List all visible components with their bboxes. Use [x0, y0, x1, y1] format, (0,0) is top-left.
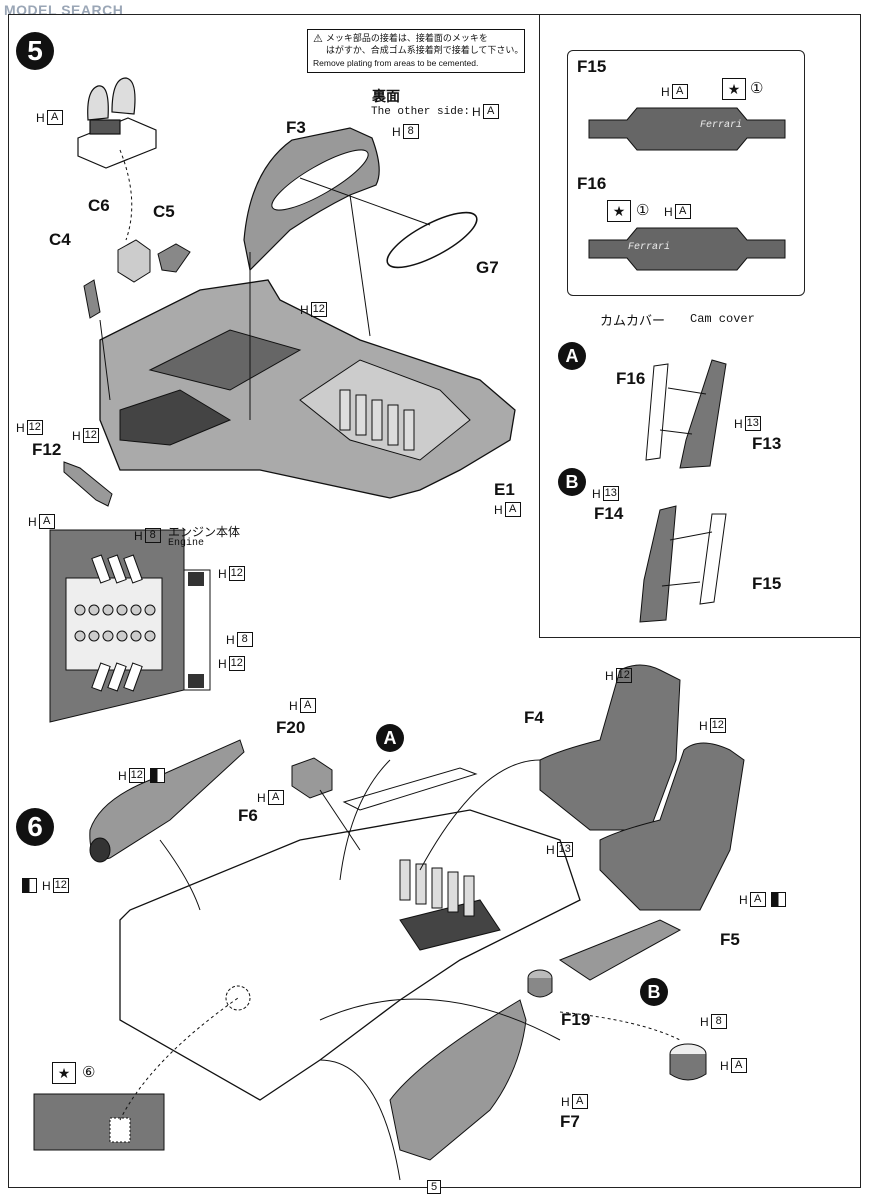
part-c5: C5	[153, 202, 175, 221]
part-g7: G7	[476, 258, 499, 277]
engine-jp: エンジン本体	[168, 525, 241, 539]
marker-1-f15: ①	[750, 80, 764, 97]
page-number: 5	[427, 1180, 442, 1194]
step6-a-badge: A	[376, 724, 404, 752]
part-f19: F19	[561, 1010, 591, 1029]
part-f15-b: F15	[752, 574, 782, 593]
paint-mark-icon-3	[770, 892, 786, 907]
star-icon-step6: ★	[52, 1062, 76, 1084]
caution-en: Remove plating from areas to be cemented…	[313, 58, 479, 68]
cam-cover-drawing	[588, 107, 786, 271]
other-side-jp: 裏面	[372, 89, 400, 105]
caution-box: ⚠ メッキ部品の接着は、接着面のメッキを はがすか、合成ゴム系接着剤で接着して下…	[307, 29, 525, 73]
subassembly-drawing	[639, 359, 727, 623]
part-f4: F4	[524, 708, 544, 727]
warning-icon: ⚠	[313, 33, 323, 45]
step6-b-badge: B	[640, 978, 668, 1006]
subassembly-b-badge: B	[558, 468, 586, 496]
part-f7: F7	[560, 1112, 580, 1131]
divider-vertical	[539, 14, 540, 638]
star-icon: ★	[722, 78, 746, 100]
part-f14: F14	[594, 504, 624, 523]
cam-caption-jp: カムカバー	[600, 314, 666, 329]
divider-horizontal	[539, 637, 861, 638]
part-f13: F13	[752, 434, 782, 453]
paint-mark-icon	[149, 768, 165, 783]
ferrari-logo-f15: Ferrari	[700, 120, 743, 131]
part-f12: F12	[32, 440, 62, 459]
step-5-badge: 5	[16, 32, 54, 70]
part-f3: F3	[286, 118, 306, 137]
cam-caption-en: Cam cover	[690, 312, 755, 326]
part-f20: F20	[276, 718, 306, 737]
part-f5: F5	[720, 930, 740, 949]
part-c4: C4	[49, 230, 71, 249]
ferrari-logo-f16: Ferrari	[628, 242, 671, 253]
part-f16-a: F16	[616, 369, 646, 388]
engine-en: Engine	[168, 538, 205, 549]
part-f6: F6	[238, 806, 258, 825]
marker-1-f16: ①	[636, 202, 650, 219]
caution-jp-1: メッキ部品の接着は、接着面のメッキを	[325, 34, 488, 44]
cam-cover-frame	[567, 50, 805, 296]
part-f16: F16	[577, 174, 607, 193]
step-5-illustration	[49, 77, 516, 723]
marker-6: ⑥	[82, 1064, 96, 1081]
part-c6: C6	[88, 196, 110, 215]
step-6-badge: 6	[16, 808, 54, 846]
caution-jp-2: はがすか、合成ゴム系接着剤で接着して下さい。	[325, 46, 524, 56]
paint-mark-icon-2	[22, 878, 37, 893]
star-icon-f16: ★	[607, 200, 631, 222]
subassembly-a-badge: A	[558, 342, 586, 370]
step-6-illustration	[33, 664, 745, 1181]
part-f15: F15	[577, 57, 607, 76]
part-e1: E1	[494, 480, 515, 499]
